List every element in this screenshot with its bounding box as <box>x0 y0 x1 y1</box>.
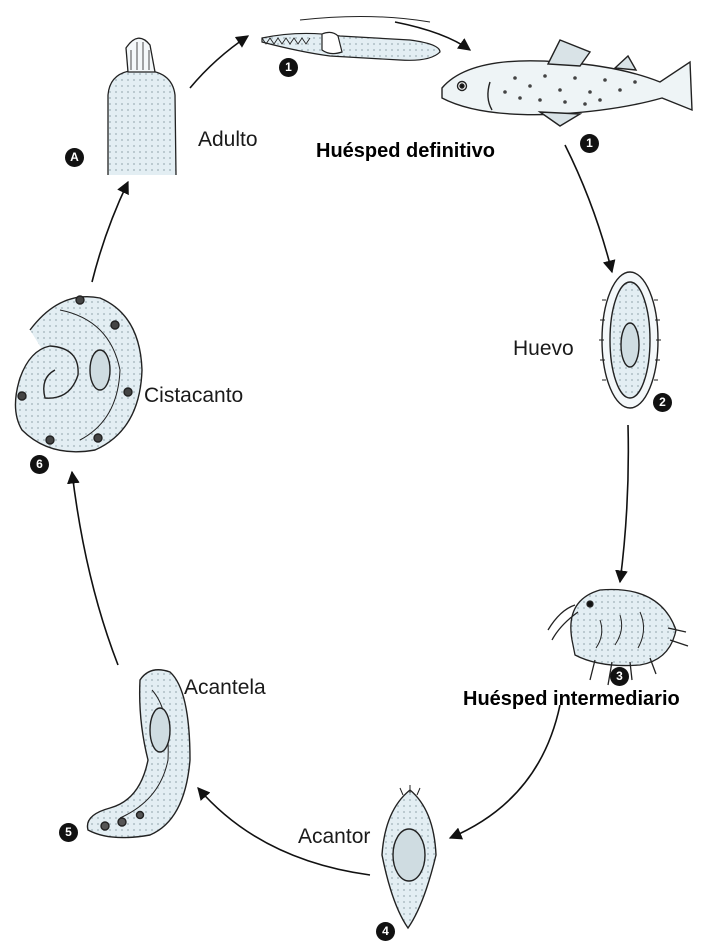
badge-4: 4 <box>376 922 395 941</box>
label-huesped-intermediario: Huésped intermediario <box>463 688 680 711</box>
adult-worm-body-illustration <box>262 16 440 60</box>
arrow-cystacanth-to-adult <box>92 182 128 282</box>
badge-6: 6 <box>30 455 49 474</box>
label-huesped-definitivo: Huésped definitivo <box>316 140 495 163</box>
arrow-adult-to-worm <box>190 36 248 88</box>
egg-illustration <box>599 272 661 408</box>
badge-5: 5 <box>59 823 78 842</box>
badge-2: 2 <box>653 393 672 412</box>
badge-1-fish: 1 <box>580 134 599 153</box>
arrow-egg-to-amphipod <box>620 425 628 582</box>
label-huevo: Huevo <box>513 337 574 361</box>
badge-3: 3 <box>610 667 629 686</box>
badge-1-worm: 1 <box>279 58 298 77</box>
label-acantor: Acantor <box>298 825 370 849</box>
label-adulto: Adulto <box>198 128 258 152</box>
arrow-amphipod-to-acanthor <box>450 705 560 838</box>
arrow-fish-to-egg <box>565 145 612 272</box>
label-acantela: Acantela <box>184 676 266 700</box>
badge-a: A <box>65 148 84 167</box>
label-cistacanto: Cistacanto <box>144 384 243 408</box>
cystacanth-illustration <box>15 296 142 452</box>
arrow-acanthella-to-cystacanth <box>72 472 118 665</box>
acanthella-illustration <box>87 670 190 838</box>
acanthor-illustration <box>382 785 436 928</box>
adult-worm-illustration <box>108 38 176 175</box>
fish-illustration <box>442 40 692 126</box>
